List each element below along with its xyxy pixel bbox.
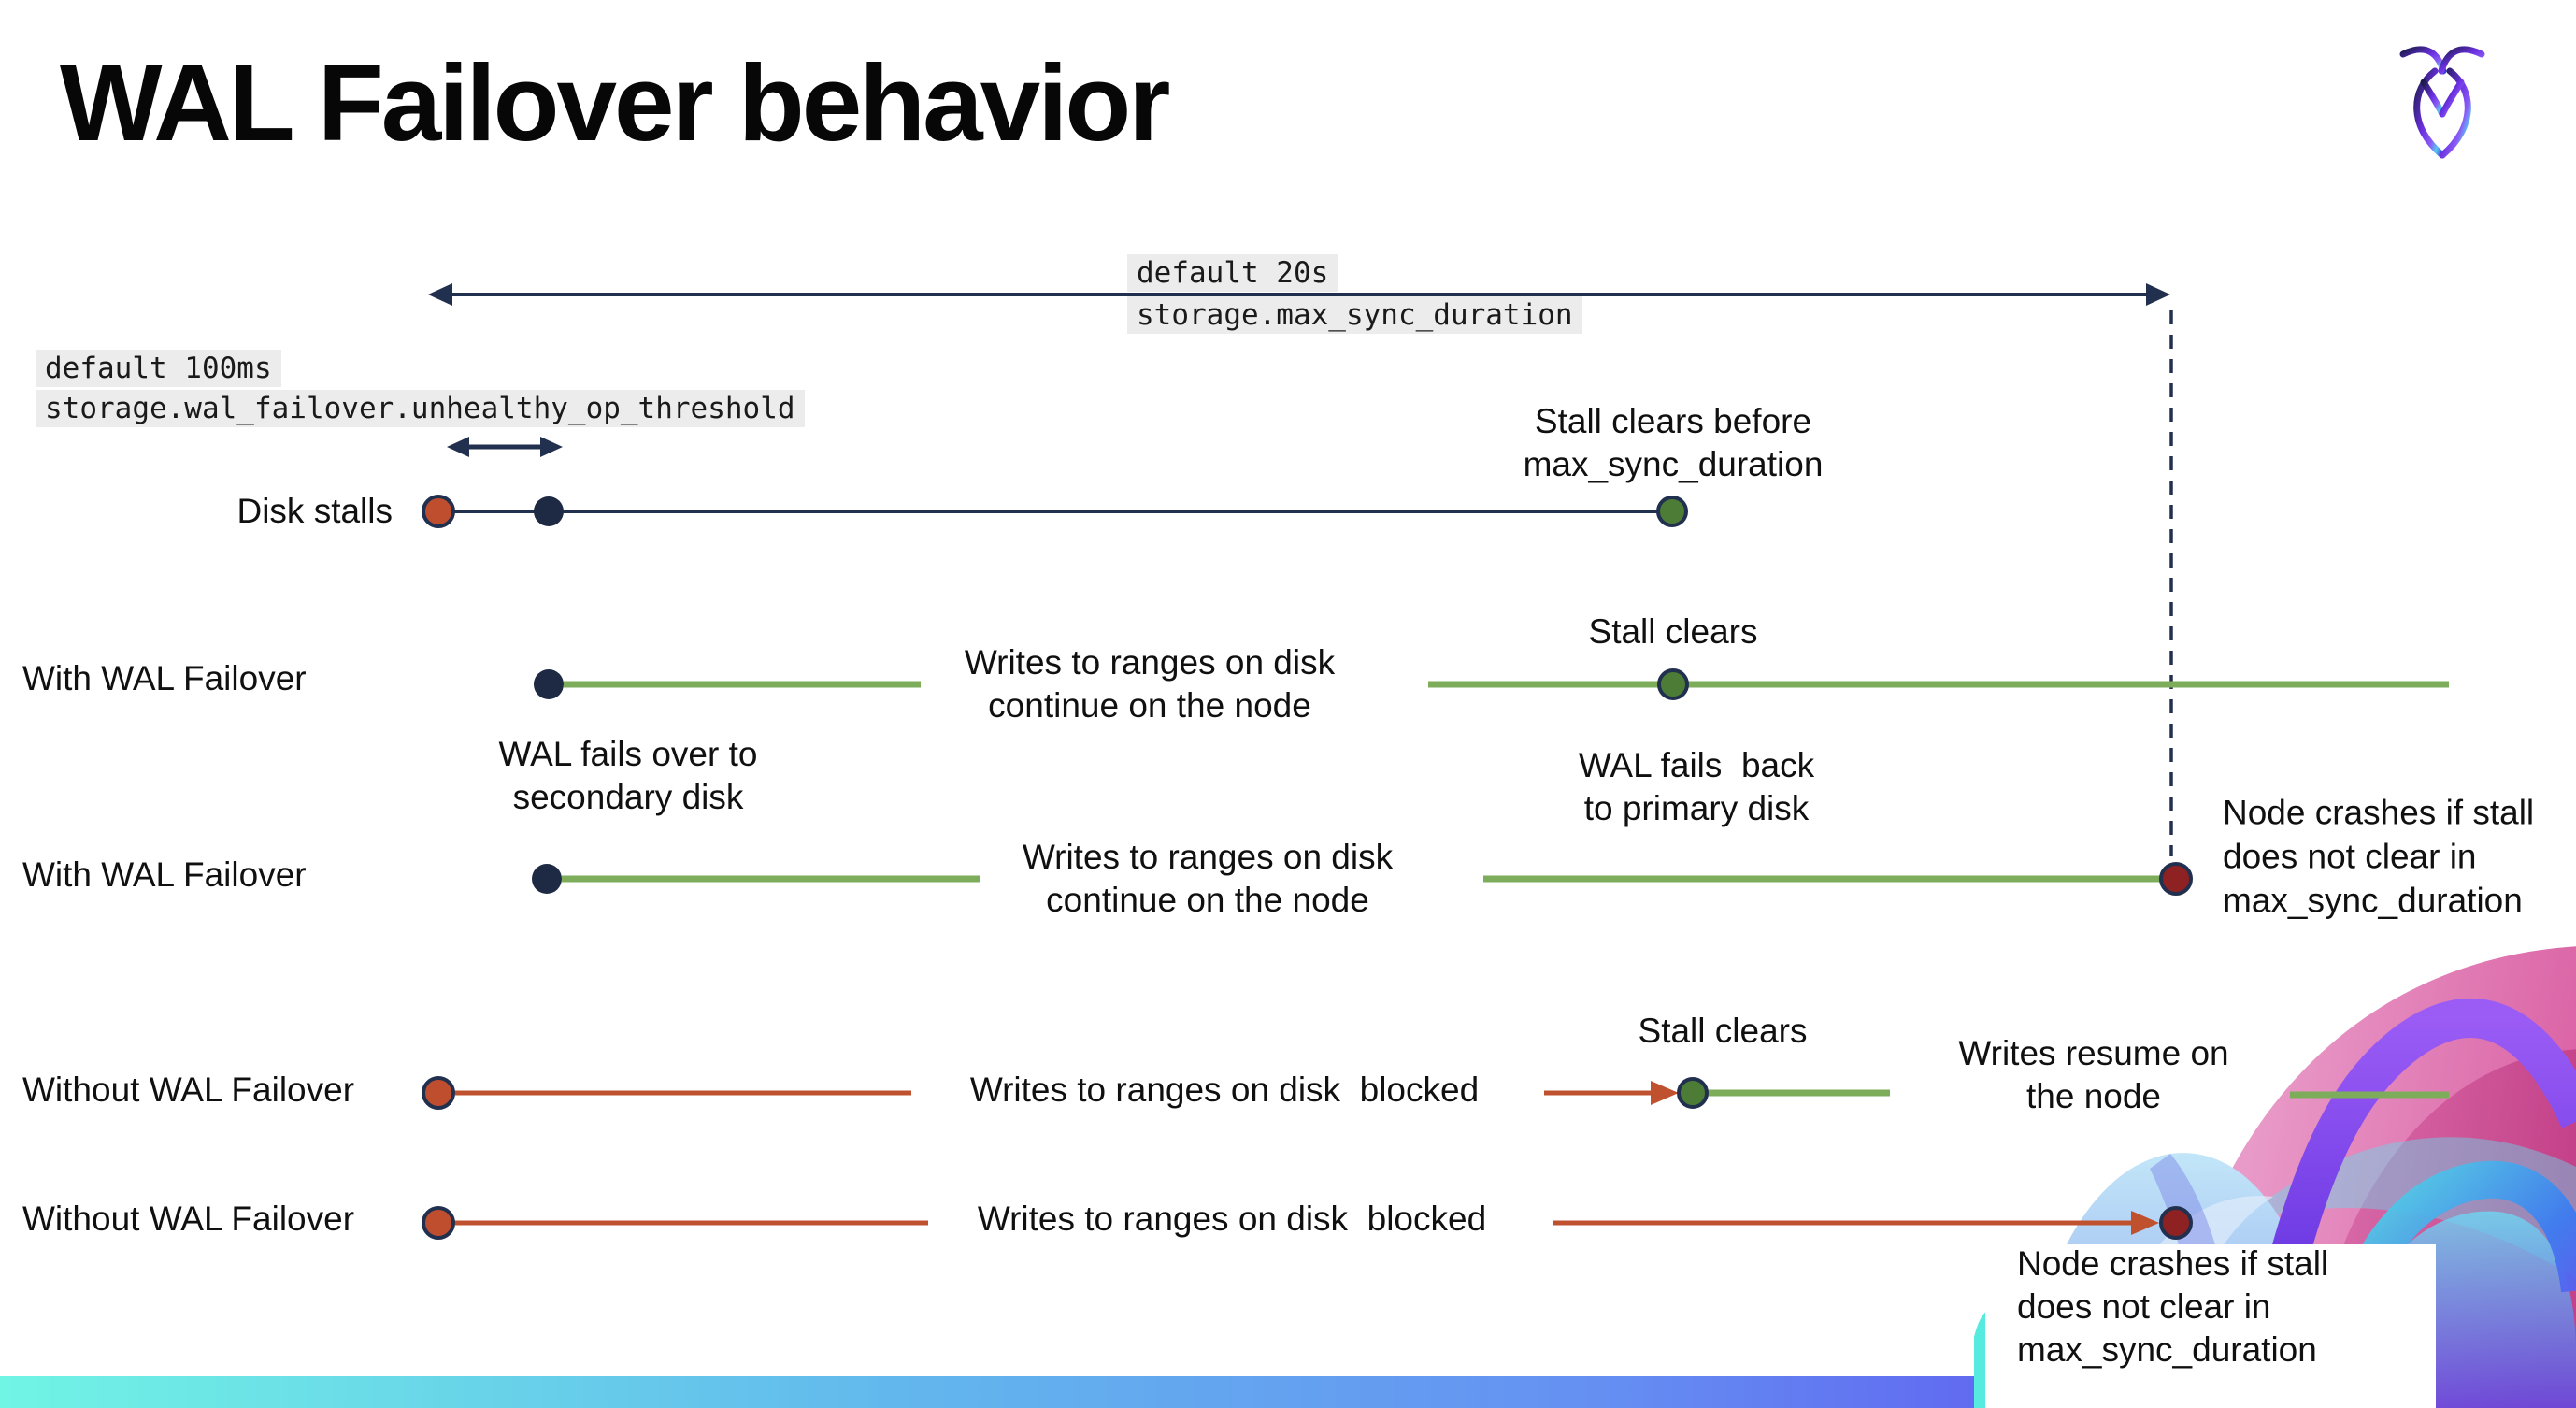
row3-label: With WAL Failover (22, 855, 307, 894)
row2-timeline (534, 668, 2449, 700)
row4-arrowhead (1651, 1081, 1679, 1105)
row5-stall-start-dot (422, 1206, 455, 1240)
cockroachdb-logo-icon (2399, 46, 2485, 159)
unhealthy-op-threshold-arrow (447, 437, 563, 457)
row2-mid-text: Writes to ranges on disk continue on the… (964, 643, 1336, 725)
row5-label: Without WAL Failover (22, 1200, 355, 1238)
page-title: WAL Failover behavior (60, 42, 1170, 164)
row2-stall-clears-dot (1657, 668, 1689, 700)
row3-failover-dot (532, 864, 562, 894)
row1-stall-clears-dot (1656, 496, 1688, 527)
row4-stall-start-dot (422, 1076, 455, 1110)
row5-crash-note: Node crashes if stall does not clear in … (2017, 1244, 2329, 1369)
threshold-default-label: default 100ms (36, 350, 281, 387)
row1-stall-start-dot (422, 495, 455, 528)
row4-mid-text: Writes to ranges on disk blocked (969, 1070, 1480, 1109)
max-sync-default-label: default 20s (1127, 254, 1338, 292)
threshold-setting-label: storage.wal_failover.unhealthy_op_thresh… (36, 390, 805, 427)
row1-timeline (422, 495, 1688, 528)
row4-stall-clears-dot (1677, 1077, 1709, 1109)
row2-stall-clears-note: Stall clears (1588, 612, 1758, 651)
row3-mid-text: Writes to ranges on disk continue on the… (1022, 838, 1394, 919)
row1-threshold-dot (534, 496, 564, 526)
row4-resume-note: Writes resume on the node (1958, 1034, 2229, 1115)
row2-failover-dot (534, 669, 564, 699)
max-sync-setting-label: storage.max_sync_duration (1127, 296, 1582, 334)
row2-failback-note: WAL fails back to primary disk (1578, 746, 1815, 827)
row2-failover-note: WAL fails over to secondary disk (498, 735, 758, 816)
crash-note-box: Node crashes if stall does not clear in … (1985, 1244, 2436, 1408)
row4-stall-clears-note: Stall clears (1638, 1012, 1808, 1050)
row2-label: With WAL Failover (22, 659, 307, 697)
row1-label: Disk stalls (236, 492, 393, 530)
row1-stall-clears-note: Stall clears before max_sync_duration (1523, 402, 1824, 483)
row5-mid-text: Writes to ranges on disk blocked (977, 1200, 1487, 1238)
row4-label: Without WAL Failover (22, 1070, 355, 1109)
row3-crash-note: Node crashes if stall does not clear in … (2223, 793, 2535, 920)
